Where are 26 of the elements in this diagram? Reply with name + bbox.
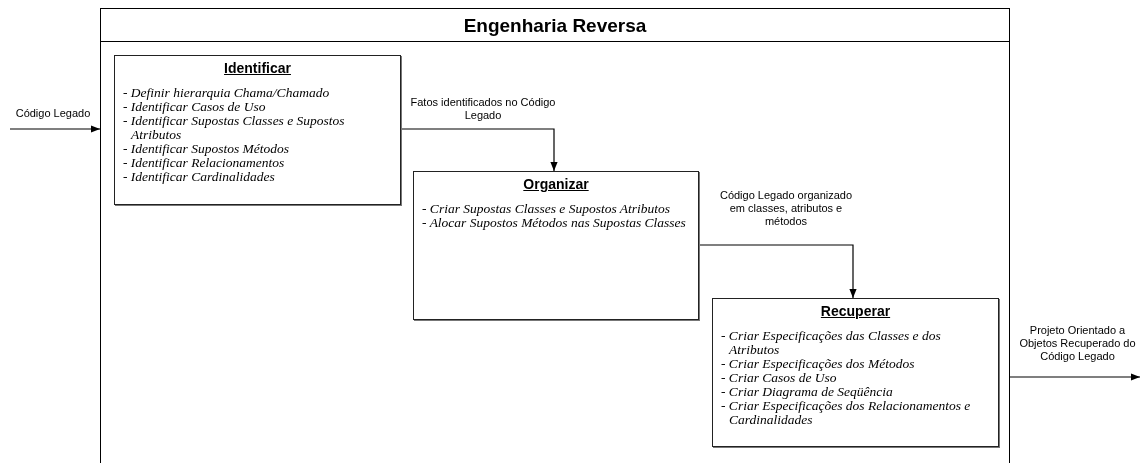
box-heading: Organizar [523, 176, 589, 192]
process-box [413, 171, 699, 320]
box-heading: Identificar [224, 60, 291, 76]
task-item: - Identificar Relacionamentos [123, 156, 286, 170]
arrow [9, 125, 101, 133]
task-item: - Criar Supostas Classes e Supostos Atributos [422, 202, 672, 216]
frame-title: Engenharia Reversa [462, 15, 648, 37]
task-item: - Criar Diagrama de Seqüência [721, 385, 894, 399]
box-heading: Recuperar [820, 303, 891, 319]
arrow [698, 244, 857, 299]
task-item: - Criar Casos de Uso [721, 371, 837, 385]
task-item: - Identificar Cardinalidades [123, 170, 276, 184]
process-box [114, 55, 401, 205]
task-item: - Criar Especificações dos Métodos [721, 357, 916, 371]
task-item: - Identificar Casos de Uso [123, 100, 267, 114]
group-frame [100, 8, 1010, 463]
edge-label: Fatos identificados no Código Legado [408, 96, 558, 122]
task-item: - Definir hierarquia Chama/Chamado [123, 86, 331, 100]
process-box [712, 298, 999, 447]
task-item: - Criar Especificações dos Relacionamentos e Cardinalidades [721, 399, 972, 427]
task-item: - Criar Especificações das Classes e dos Atributos [721, 329, 942, 357]
arrow [400, 128, 558, 172]
task-item: - Identificar Supostos Métodos [123, 142, 291, 156]
task-item: - Identificar Supostas Classes e Supostos Atributos [123, 114, 346, 142]
arrow [1009, 373, 1141, 381]
task-item: - Alocar Supostos Métodos nas Supostas Classes [422, 216, 687, 230]
